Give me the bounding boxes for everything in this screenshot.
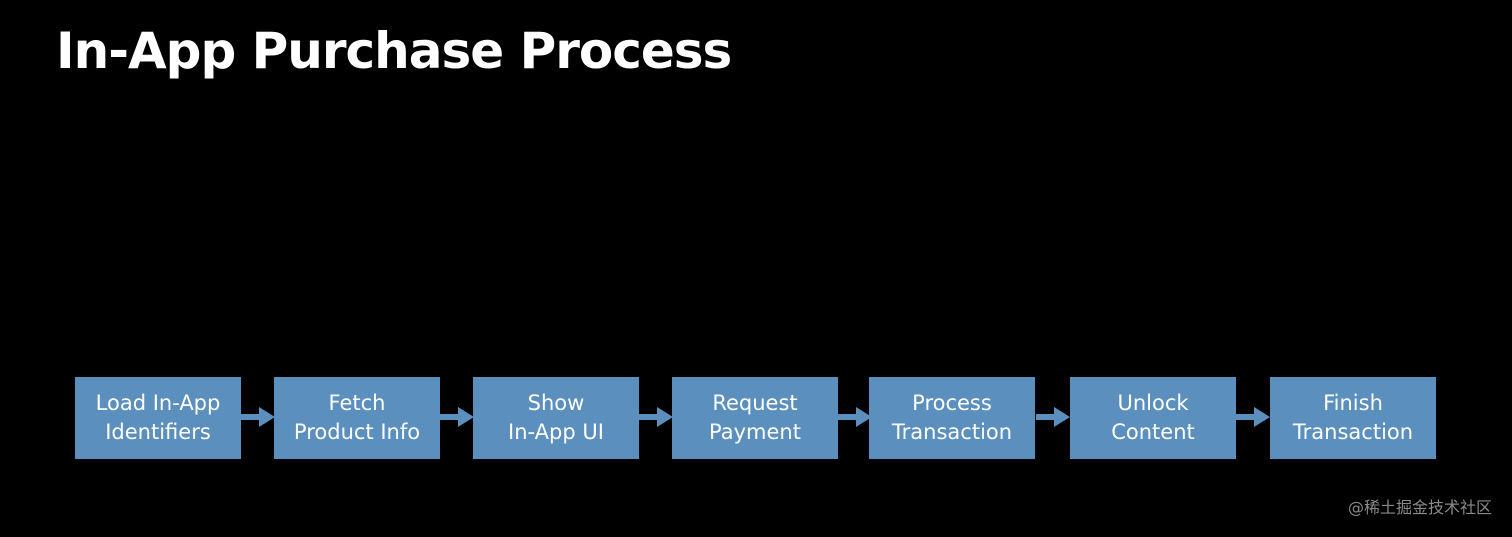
arrow-right-icon	[1036, 407, 1070, 427]
step-load-identifiers: Load In-App Identifiers	[75, 377, 241, 459]
arrow-right-icon	[241, 407, 275, 427]
arrow-right-icon	[838, 407, 872, 427]
watermark-text: @稀土掘金技术社区	[1347, 498, 1492, 517]
slide-title: In-App Purchase Process	[56, 22, 732, 80]
step-show-in-app-ui: Show In-App UI	[473, 377, 639, 459]
step-label: Request Payment	[709, 391, 801, 444]
step-fetch-product-info: Fetch Product Info	[274, 377, 440, 459]
step-unlock-content: Unlock Content	[1070, 377, 1236, 459]
step-label: Unlock Content	[1111, 391, 1195, 444]
arrow-right-icon	[440, 407, 474, 427]
arrow-right-icon	[1236, 407, 1270, 427]
step-process-transaction: Process Transaction	[869, 377, 1035, 459]
step-finish-transaction: Finish Transaction	[1270, 377, 1436, 459]
step-label: Finish Transaction	[1292, 391, 1414, 444]
step-request-payment: Request Payment	[672, 377, 838, 459]
step-label: Load In-App Identifiers	[95, 391, 221, 444]
step-label: Fetch Product Info	[293, 391, 421, 444]
step-label: Show In-App UI	[508, 391, 604, 444]
step-label: Process Transaction	[891, 391, 1013, 444]
arrow-right-icon	[639, 407, 673, 427]
